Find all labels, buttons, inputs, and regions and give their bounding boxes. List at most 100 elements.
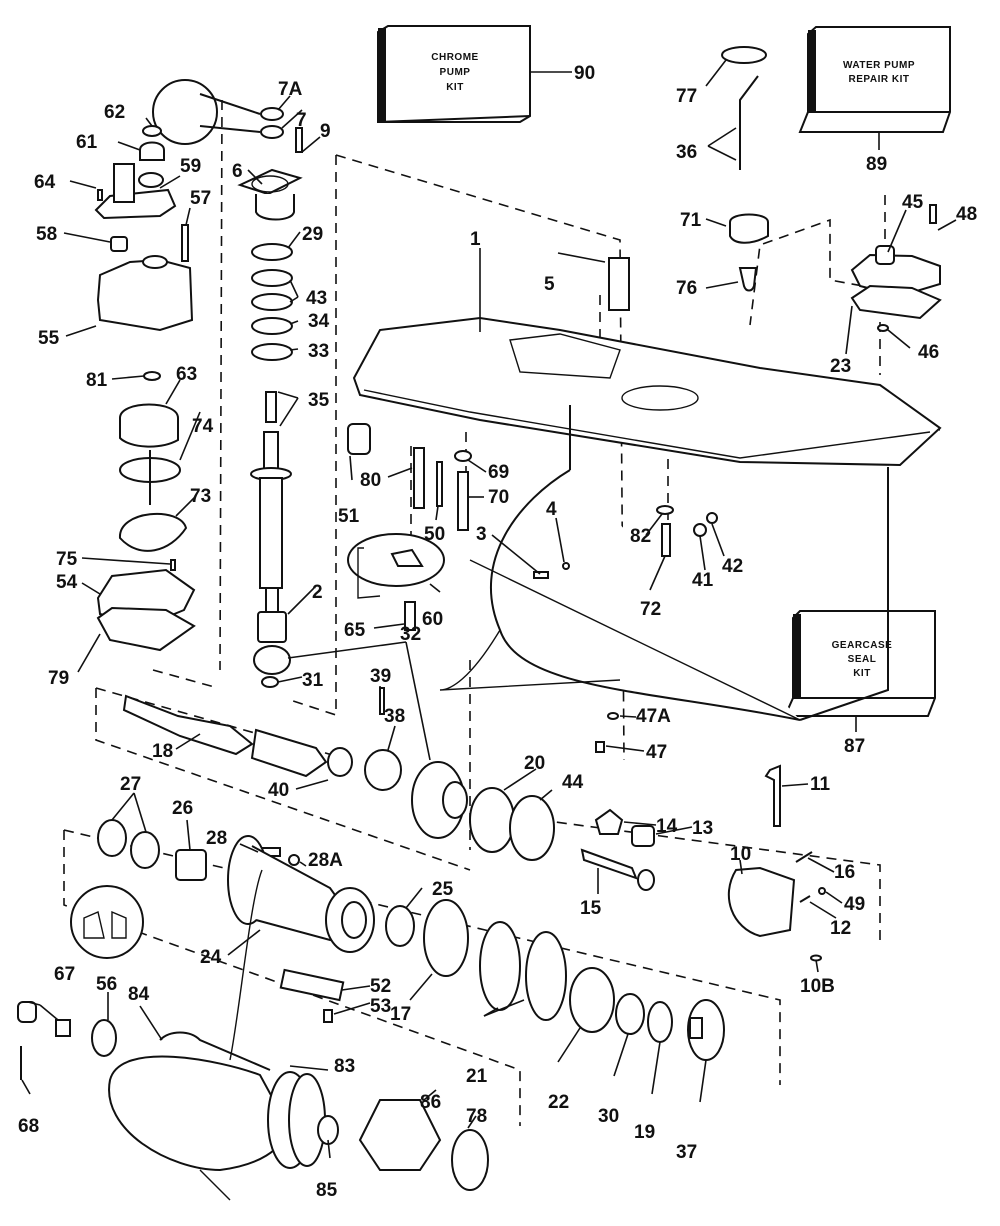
- callout-42[interactable]: 42: [722, 556, 743, 577]
- part-61[interactable]: [139, 141, 165, 161]
- part-41[interactable]: [693, 523, 707, 537]
- callout-28A[interactable]: 28A: [308, 850, 343, 871]
- part-7[interactable]: [260, 125, 284, 139]
- callout-18[interactable]: 18: [152, 741, 173, 762]
- part-76[interactable]: [738, 267, 758, 292]
- callout-7A[interactable]: 7A: [278, 79, 303, 100]
- part-71[interactable]: [729, 213, 769, 244]
- callout-4[interactable]: 4: [546, 499, 557, 520]
- part-55[interactable]: [96, 255, 194, 332]
- part-21[interactable]: [479, 921, 521, 1011]
- callout-26[interactable]: 26: [172, 798, 193, 819]
- callout-61[interactable]: 61: [76, 132, 98, 153]
- part-48[interactable]: [929, 204, 937, 224]
- kit-box-gearcase-seal[interactable]: GEARCASE SEAL KIT: [783, 610, 936, 717]
- callout-52[interactable]: 52: [370, 976, 391, 997]
- part-3[interactable]: [533, 571, 549, 579]
- part-28A[interactable]: [288, 854, 300, 866]
- callout-9[interactable]: 9: [320, 121, 331, 142]
- callout-50[interactable]: 50: [424, 524, 445, 545]
- part-52[interactable]: [279, 968, 345, 1002]
- callout-89[interactable]: 89: [866, 154, 887, 175]
- callout-28[interactable]: 28: [206, 828, 227, 849]
- part-43[interactable]: [251, 269, 293, 287]
- part-84-propeller[interactable]: [108, 869, 313, 1201]
- part-38[interactable]: [364, 749, 402, 791]
- callout-34[interactable]: 34: [308, 311, 330, 332]
- part-72[interactable]: [661, 523, 671, 557]
- callout-32[interactable]: 32: [400, 624, 421, 645]
- callout-36[interactable]: 36: [676, 142, 697, 163]
- part-19[interactable]: [647, 1001, 673, 1043]
- callout-46[interactable]: 46: [918, 342, 939, 363]
- part-51[interactable]: [347, 423, 371, 455]
- callout-76[interactable]: 76: [676, 278, 697, 299]
- part-14[interactable]: [594, 808, 624, 835]
- callout-13[interactable]: 13: [692, 818, 713, 839]
- part-78[interactable]: [451, 1129, 489, 1191]
- part-15[interactable]: [580, 848, 638, 880]
- part-10B[interactable]: [810, 954, 822, 962]
- part-60[interactable]: [347, 533, 445, 599]
- callout-90[interactable]: 90: [574, 63, 595, 84]
- part-53[interactable]: [323, 1009, 333, 1023]
- callout-20[interactable]: 20: [524, 753, 545, 774]
- callout-77[interactable]: 77: [676, 86, 697, 107]
- part-49[interactable]: [818, 887, 826, 895]
- part-20[interactable]: [469, 787, 515, 853]
- callout-33[interactable]: 33: [308, 341, 329, 362]
- callout-6[interactable]: 6: [232, 161, 243, 182]
- part-gearcase-housing[interactable]: [352, 316, 942, 721]
- callout-43[interactable]: 43: [306, 288, 327, 309]
- callout-19[interactable]: 19: [634, 1122, 655, 1143]
- part-74[interactable]: [119, 450, 181, 505]
- callout-58[interactable]: 58: [36, 224, 57, 245]
- callout-49[interactable]: 49: [844, 894, 865, 915]
- part-86[interactable]: [358, 1099, 442, 1171]
- part-26[interactable]: [175, 849, 207, 881]
- part-82[interactable]: [656, 505, 674, 515]
- part-56[interactable]: [91, 1019, 117, 1057]
- part-11[interactable]: [764, 764, 781, 827]
- part-59[interactable]: [94, 163, 177, 220]
- part-42[interactable]: [706, 512, 718, 524]
- callout-74[interactable]: 74: [192, 416, 214, 437]
- part-46[interactable]: [877, 324, 889, 332]
- callout-1[interactable]: 1: [470, 229, 481, 250]
- part-32-forward-gear[interactable]: [411, 761, 468, 839]
- callout-81[interactable]: 81: [86, 370, 108, 391]
- part-25[interactable]: [385, 905, 415, 947]
- part-62[interactable]: [142, 125, 162, 137]
- part-27[interactable]: [130, 831, 160, 869]
- callout-15[interactable]: 15: [580, 898, 602, 919]
- callout-37[interactable]: 37: [676, 1142, 697, 1163]
- callout-17[interactable]: 17: [390, 1004, 411, 1025]
- callout-65[interactable]: 65: [344, 620, 366, 641]
- part-36[interactable]: [739, 75, 759, 170]
- callout-67[interactable]: 67: [54, 964, 75, 985]
- part-75[interactable]: [170, 559, 176, 571]
- part-85[interactable]: [317, 1115, 339, 1145]
- part-69[interactable]: [454, 450, 472, 462]
- part-5[interactable]: [608, 257, 630, 311]
- part-64[interactable]: [97, 189, 103, 201]
- callout-7[interactable]: 7: [296, 110, 307, 131]
- part-34[interactable]: [251, 317, 293, 335]
- callout-53[interactable]: 53: [370, 996, 391, 1017]
- part-37-reverse-gear[interactable]: [687, 999, 725, 1061]
- callout-71[interactable]: 71: [680, 210, 702, 231]
- part-58[interactable]: [110, 236, 128, 252]
- callout-11[interactable]: 11: [810, 774, 831, 795]
- callout-30[interactable]: 30: [598, 1106, 619, 1127]
- part-7A[interactable]: [260, 107, 284, 121]
- part-9[interactable]: [295, 127, 303, 153]
- part-47A[interactable]: [607, 712, 619, 720]
- part-57[interactable]: [181, 224, 189, 262]
- part-47[interactable]: [595, 741, 605, 753]
- callout-54[interactable]: 54: [56, 572, 78, 593]
- part-70[interactable]: [457, 471, 469, 531]
- part-50[interactable]: [436, 461, 443, 507]
- part-67[interactable]: [55, 1019, 71, 1037]
- callout-47[interactable]: 47: [646, 742, 667, 763]
- part-79[interactable]: [96, 606, 196, 652]
